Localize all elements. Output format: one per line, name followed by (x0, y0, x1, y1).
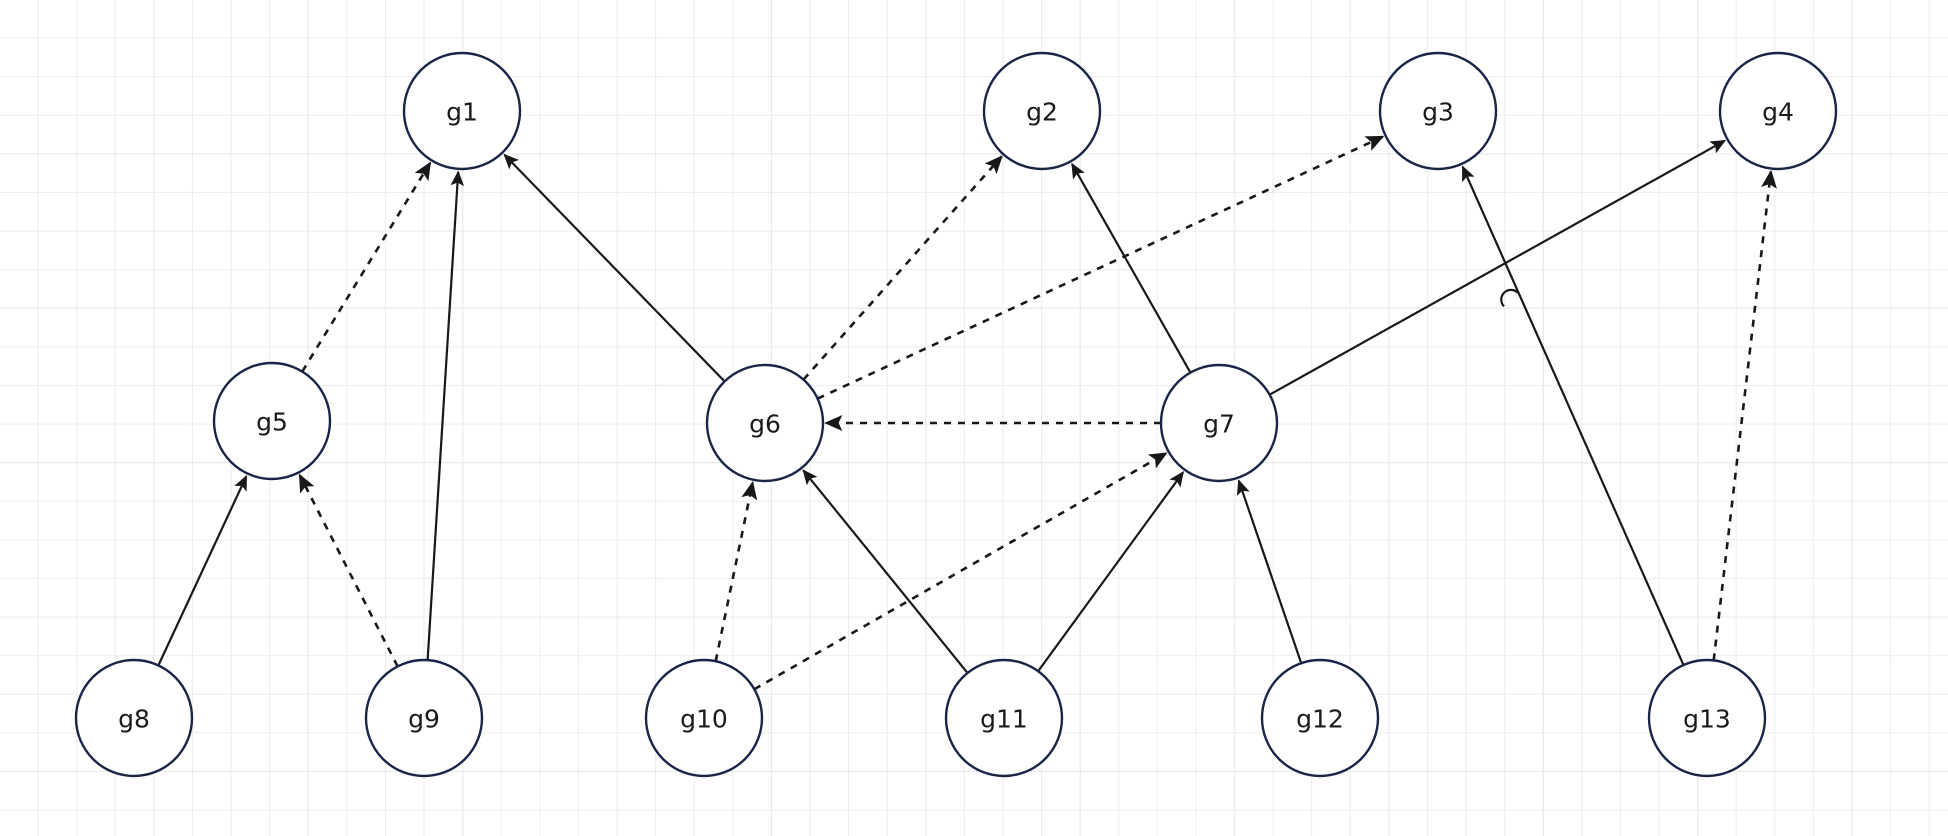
edge-g13-to-g4[interactable] (1712, 169, 1777, 661)
edge-g11-to-g7[interactable] (1037, 471, 1185, 672)
edge-g13-to-g3[interactable] (1461, 165, 1685, 666)
edge-g6-to-g1[interactable] (503, 153, 726, 383)
node-circle-g7[interactable] (1159, 363, 1279, 483)
edge-g9-to-g1[interactable] (426, 170, 465, 661)
edge-crossing-hop-icon (1500, 288, 1519, 308)
edge-hop-layer (1500, 288, 1519, 308)
node-circle-g3[interactable] (1378, 51, 1498, 171)
node-g3[interactable]: g3 (1378, 51, 1498, 171)
edge-g5-to-g1[interactable] (301, 161, 432, 373)
node-g8[interactable]: g8 (74, 658, 194, 778)
node-circle-g6[interactable] (705, 363, 825, 483)
node-g11[interactable]: g11 (944, 658, 1064, 778)
node-circle-g12[interactable] (1260, 658, 1380, 778)
edge-g8-to-g5[interactable] (157, 474, 248, 666)
node-g5[interactable]: g5 (212, 361, 332, 481)
node-g7[interactable]: g7 (1159, 363, 1279, 483)
node-g6[interactable]: g6 (705, 363, 825, 483)
edge-g6-to-g3[interactable] (817, 135, 1385, 400)
edge-g9-to-g5[interactable] (298, 473, 399, 667)
node-g2[interactable]: g2 (982, 51, 1102, 171)
edge-g11-to-g6[interactable] (802, 469, 969, 674)
edge-g10-to-g6[interactable] (714, 480, 758, 662)
edge-g7-to-g4[interactable] (1269, 139, 1727, 396)
node-circle-g9[interactable] (364, 658, 484, 778)
node-g12[interactable]: g12 (1260, 658, 1380, 778)
node-circle-g4[interactable] (1718, 51, 1838, 171)
node-g10[interactable]: g10 (644, 658, 764, 778)
edge-g6-to-g2[interactable] (802, 155, 1003, 381)
node-circle-g11[interactable] (944, 658, 1064, 778)
node-circle-g13[interactable] (1647, 658, 1767, 778)
node-g1[interactable]: g1 (402, 51, 522, 171)
node-g13[interactable]: g13 (1647, 658, 1767, 778)
edge-g12-to-g7[interactable] (1236, 479, 1303, 664)
edge-g7-to-g2[interactable] (1071, 162, 1192, 374)
node-circle-g2[interactable] (982, 51, 1102, 171)
edges-layer (157, 135, 1777, 691)
node-circle-g1[interactable] (402, 51, 522, 171)
edge-g10-to-g7[interactable] (753, 452, 1168, 691)
node-circle-g5[interactable] (212, 361, 332, 481)
node-circle-g8[interactable] (74, 658, 194, 778)
node-g4[interactable]: g4 (1718, 51, 1838, 171)
node-circle-g10[interactable] (644, 658, 764, 778)
node-g9[interactable]: g9 (364, 658, 484, 778)
